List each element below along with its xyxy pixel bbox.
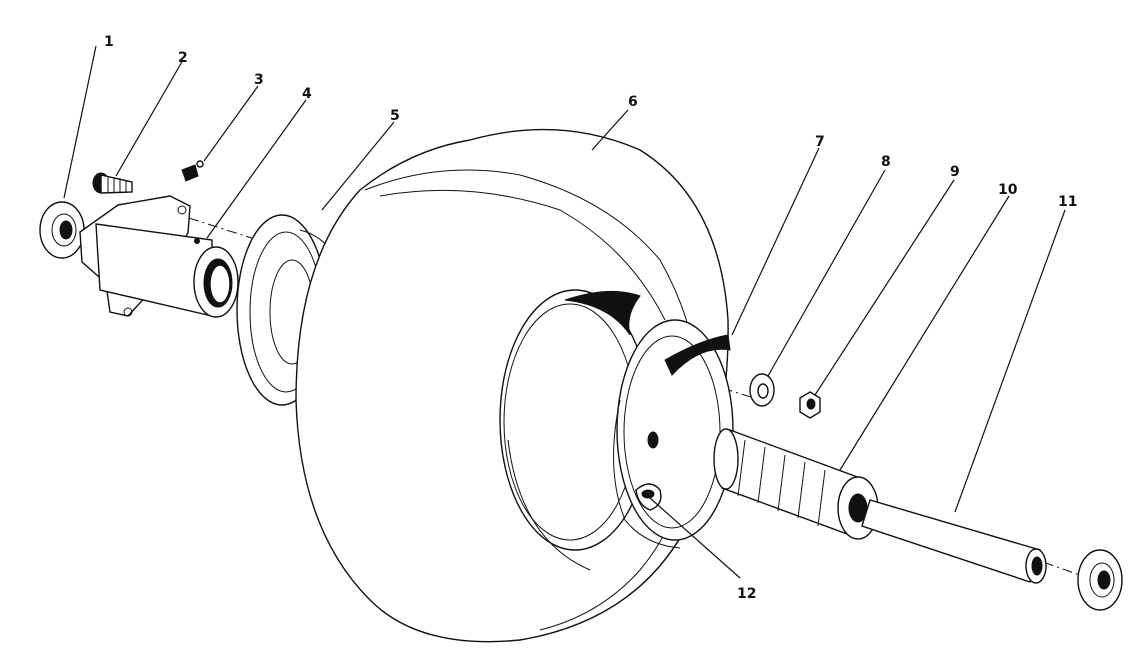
callout-4: 4 <box>302 86 312 102</box>
callout-11: 11 <box>1058 194 1077 210</box>
part-9-nut <box>799 391 821 419</box>
callout-10: 10 <box>998 182 1018 198</box>
callout-5: 5 <box>390 108 400 124</box>
leader-lines <box>63 45 1066 579</box>
callout-7: 7 <box>815 134 825 150</box>
callout-6: 6 <box>628 94 638 110</box>
end-seal <box>1077 549 1123 611</box>
callout-3: 3 <box>254 72 264 88</box>
part-10-bearing-sleeve <box>713 428 879 540</box>
leader-7 <box>731 147 820 336</box>
callout-1: 1 <box>104 34 114 50</box>
leader-6 <box>591 109 629 151</box>
callout-9: 9 <box>950 164 960 180</box>
part-3-grease-fitting <box>181 160 204 182</box>
part-6-tire <box>295 128 729 643</box>
callouts: 1 2 3 4 5 6 7 8 9 10 11 12 <box>104 34 1077 602</box>
leader-12 <box>649 497 741 579</box>
part-8-washer <box>749 373 775 407</box>
leader-4 <box>206 99 307 239</box>
callout-12: 12 <box>737 586 756 602</box>
callout-8: 8 <box>881 154 891 170</box>
leader-10 <box>839 195 1010 471</box>
callout-2: 2 <box>178 50 188 66</box>
leader-2 <box>115 59 184 177</box>
part-1-seal <box>39 201 85 259</box>
part-12-valve-stem <box>635 483 662 511</box>
part-4-hub <box>79 195 239 318</box>
part-11-axle-tube <box>861 499 1047 584</box>
part-2-bolt <box>92 172 133 194</box>
leader-9 <box>814 179 955 396</box>
leader-11 <box>954 209 1066 513</box>
leader-8 <box>767 169 886 377</box>
leader-3 <box>203 85 259 162</box>
leader-5 <box>321 121 395 211</box>
leader-1 <box>63 45 97 199</box>
